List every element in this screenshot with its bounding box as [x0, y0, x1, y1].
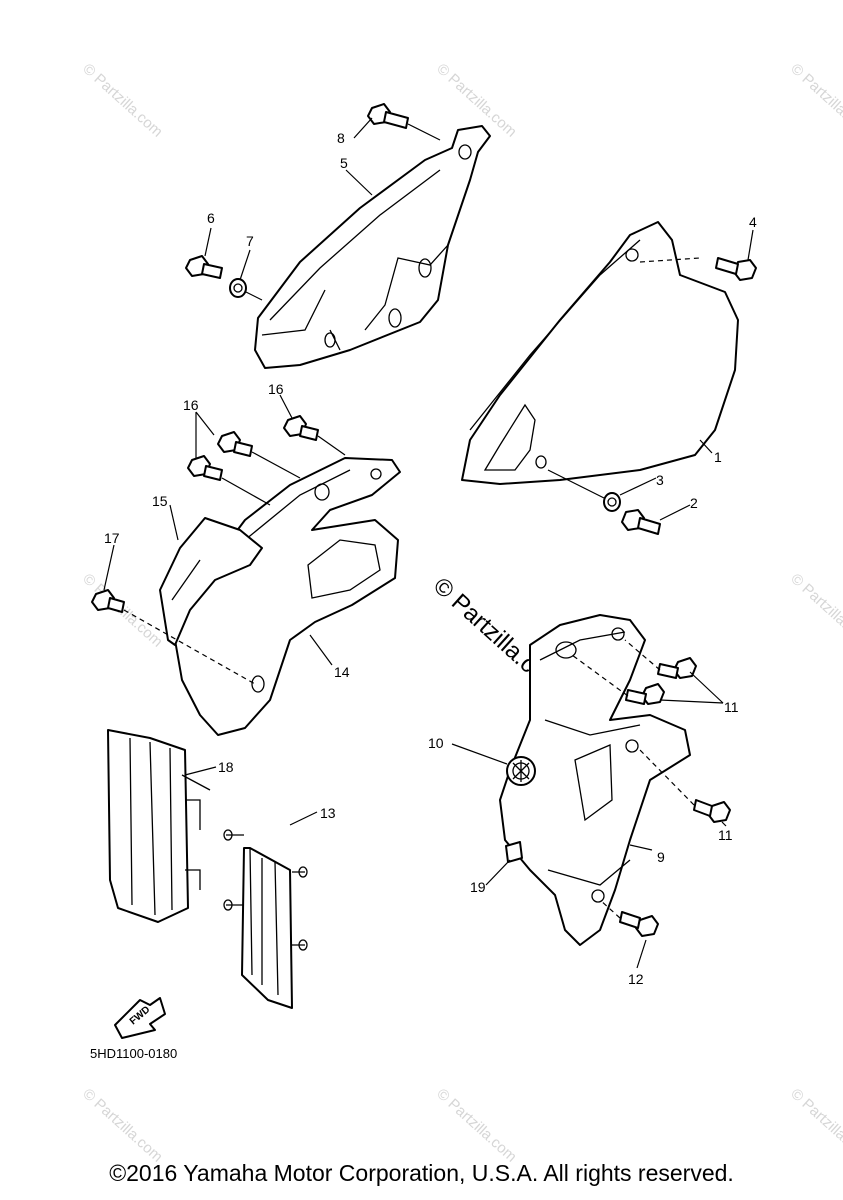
part-19-clip[interactable] — [505, 841, 523, 863]
callout-10: 10 — [428, 735, 444, 751]
callout-leaders — [103, 117, 754, 969]
callout-11: 11 — [724, 699, 739, 715]
part-7-collar[interactable] — [229, 278, 263, 301]
callout-7: 7 — [246, 233, 254, 249]
callout-4: 4 — [749, 214, 757, 230]
callout-5: 5 — [340, 155, 348, 171]
callout-16: 16 — [183, 397, 199, 413]
callout-14: 14 — [334, 664, 350, 680]
part-4-bolt[interactable] — [715, 257, 757, 281]
watermark: © Partzilla.com — [787, 1085, 843, 1165]
watermark: © Partzilla.com — [787, 60, 843, 140]
part-9-lower-shroud[interactable] — [499, 614, 691, 946]
catalog-code: 5HD1100-0180 — [90, 1046, 177, 1061]
part-10-emblem[interactable] — [506, 756, 536, 786]
part-2-bolt[interactable] — [621, 509, 661, 535]
callout-11: 11 — [718, 827, 733, 843]
callout-9: 9 — [657, 849, 665, 865]
part-8-bolt[interactable] — [367, 103, 441, 141]
watermark: © Partzilla.com — [79, 1085, 165, 1165]
part-16-bolt-b[interactable] — [187, 455, 271, 506]
callout-8: 8 — [337, 130, 345, 146]
watermark: © Partzilla.com — [787, 570, 843, 650]
callout-6: 6 — [207, 210, 215, 226]
part-14-shroud[interactable] — [174, 457, 401, 736]
part-13-louver[interactable] — [223, 829, 308, 1009]
part-11-bolt-c[interactable] — [639, 749, 731, 823]
part-6-bolt[interactable] — [185, 255, 223, 279]
callout-16: 16 — [268, 381, 284, 397]
callout-18: 18 — [218, 759, 234, 775]
callout-13: 13 — [320, 805, 336, 821]
watermark: © Partzilla.com — [433, 1085, 519, 1165]
callout-17: 17 — [104, 530, 120, 546]
callout-12: 12 — [628, 971, 644, 987]
part-16-bolt-a[interactable] — [217, 431, 301, 479]
part-16-bolt-c[interactable] — [283, 415, 346, 456]
part-5-side-cover-inner[interactable] — [254, 125, 491, 369]
watermark: © Partzilla.com — [79, 60, 165, 140]
part-3-collar[interactable] — [547, 469, 621, 512]
callout-2: 2 — [690, 495, 698, 511]
part-1-side-cover[interactable] — [461, 221, 739, 485]
part-11-bolt-b[interactable] — [571, 654, 665, 705]
fwd-arrow-icon: FWD — [114, 997, 166, 1039]
part-18-radiator-guard[interactable] — [107, 729, 211, 923]
part-15-inner-panel[interactable] — [159, 517, 263, 646]
callout-3: 3 — [656, 472, 664, 488]
callout-15: 15 — [152, 493, 168, 509]
part-12-bolt[interactable] — [599, 899, 659, 937]
callout-labels: 8 5 6 7 4 1 3 2 16 16 15 17 14 18 13 10 … — [104, 130, 757, 987]
callout-1: 1 — [714, 449, 722, 465]
part-17-bolt[interactable] — [91, 589, 256, 685]
callout-19: 19 — [470, 879, 486, 895]
copyright-notice: ©2016 Yamaha Motor Corporation, U.S.A. A… — [109, 1160, 734, 1186]
